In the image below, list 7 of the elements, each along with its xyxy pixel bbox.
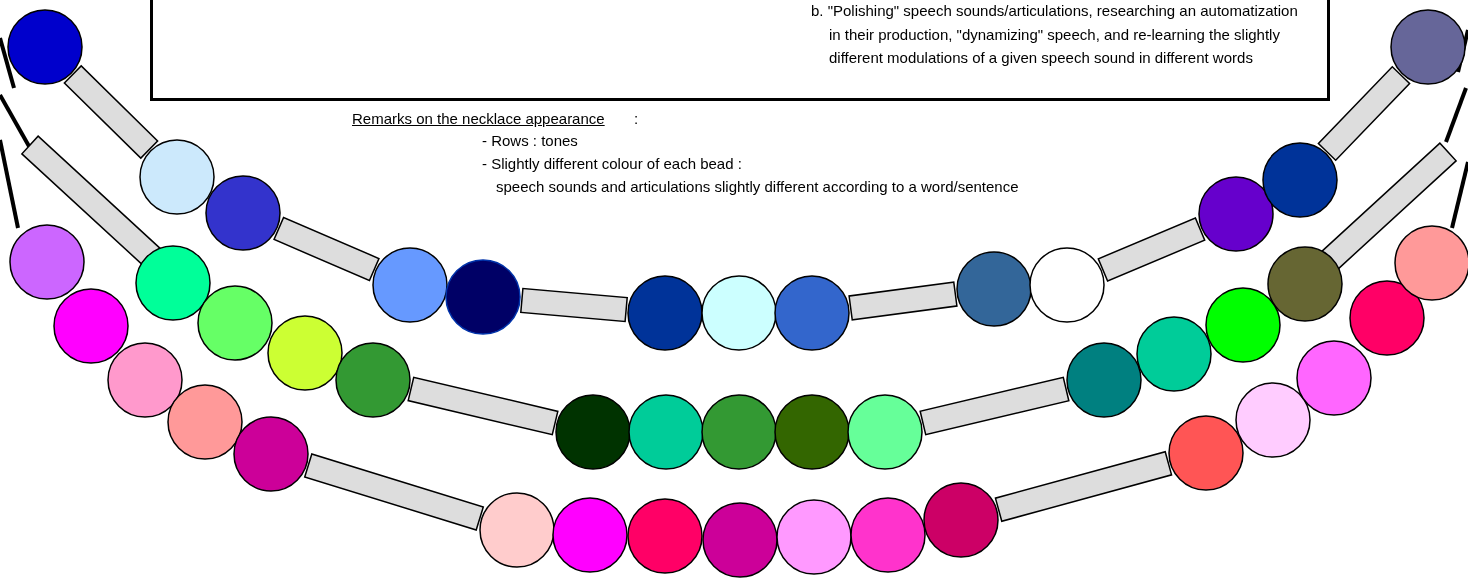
remark-text: speech sounds and articulations slightly different according to a word/sentence xyxy=(496,178,1019,195)
remark-text: : xyxy=(634,110,639,127)
remark-text: - Rows : tones xyxy=(482,132,578,149)
description-text: b. "Polishing" speech sounds/articulations, researching an automatization in their production, "dynamizing" speech, and re-learning the slightly different modulations of a given speech sound in different words xyxy=(811,1,1299,69)
remarks-heading: Remarks on the necklace appearance xyxy=(352,110,605,127)
remark-text: - Slightly different colour of each bead : xyxy=(482,155,742,172)
text-box xyxy=(150,0,1330,101)
